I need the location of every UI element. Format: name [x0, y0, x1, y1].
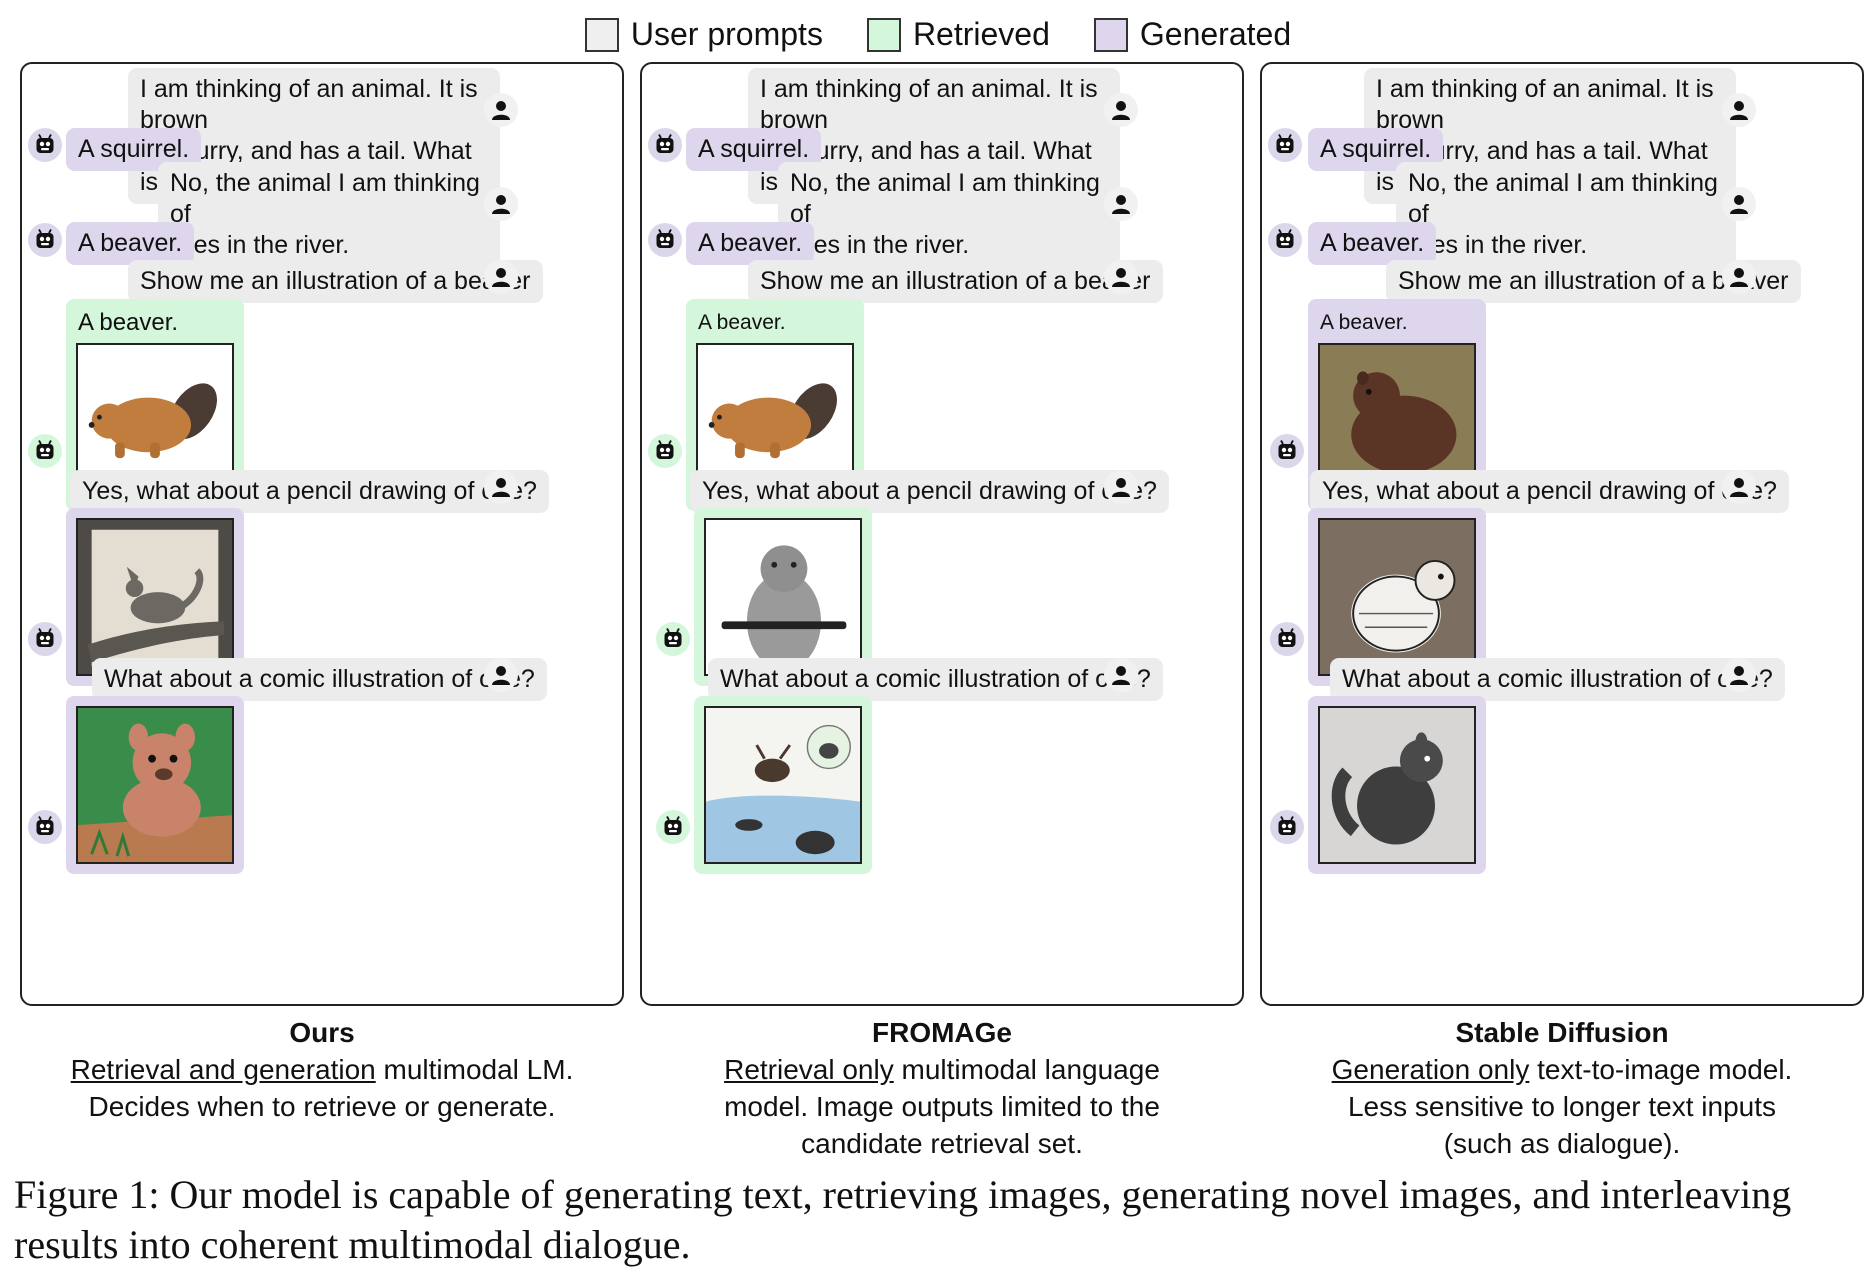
caption-line: Retrieval and generation multimodal LM.: [20, 1051, 624, 1088]
caption-underline: Retrieval and generation: [70, 1054, 376, 1085]
bot-bubble: A beaver.: [1308, 222, 1437, 265]
user-avatar-icon: [1104, 187, 1138, 221]
bot-avatar-icon: [1268, 223, 1302, 257]
user-avatar-icon: [1104, 93, 1138, 127]
user-avatar-icon: [1722, 260, 1756, 294]
user-avatar-icon: [1722, 93, 1756, 127]
caption-fromage: FROMAGe Retrieval only multimodal langua…: [640, 1014, 1244, 1162]
bot-avatar-icon: [28, 434, 62, 468]
user-bubble: Show me an illustration of a beaver: [128, 260, 543, 303]
legend-item-retrieved: Retrieved: [866, 16, 1050, 53]
bot-avatar-icon: [28, 810, 62, 844]
generated-card: [1308, 696, 1486, 874]
legend-label: Generated: [1139, 16, 1292, 52]
user-avatar-icon: [484, 260, 518, 294]
bot-avatar-icon: [28, 223, 62, 257]
caption-line: Decides when to retrieve or generate.: [88, 1091, 556, 1122]
bot-avatar-icon: [28, 128, 62, 162]
comic-scene-image: [704, 706, 862, 864]
user-avatar-icon: [1722, 470, 1756, 504]
user-avatar-icon: [484, 470, 518, 504]
user-bubble: No, the animal I am thinking of lives in…: [778, 162, 1120, 267]
user-avatar-icon: [1104, 260, 1138, 294]
user-avatar-icon: [1722, 658, 1756, 692]
bot-avatar-icon: [648, 434, 682, 468]
panel-stable-diffusion: I am thinking of an animal. It is brown …: [1260, 62, 1864, 1006]
user-avatar-icon: [484, 93, 518, 127]
caption-underline: Retrieval only: [724, 1054, 894, 1085]
legend-label: User prompts: [630, 16, 823, 52]
user-bubble: Show me an illustration of a beaver: [748, 260, 1163, 303]
user-bubble: What about a comic illustration of one?: [1330, 658, 1785, 701]
user-bubble: No, the animal I am thinking of lives in…: [158, 162, 500, 267]
user-bubble: Yes, what about a pencil drawing of one?: [70, 470, 549, 513]
caption-line: (such as dialogue).: [1443, 1128, 1681, 1159]
legend: User prompts Retrieved Generated: [0, 16, 1876, 53]
bot-bubble: A beaver.: [686, 222, 815, 265]
panel-fromage: I am thinking of an animal. It is brown …: [640, 62, 1244, 1006]
comic-beaver-image: [76, 706, 234, 864]
card-text: A beaver.: [698, 311, 786, 334]
user-bubble: Yes, what about a pencil drawing of one?: [690, 470, 1169, 513]
user-bubble: No, the animal I am thinking of lives in…: [1396, 162, 1736, 267]
bot-avatar-icon: [28, 622, 62, 656]
generated-card: [1308, 508, 1486, 686]
figure-caption: Figure 1: Our model is capable of genera…: [14, 1172, 1792, 1267]
user-bubble: What about a comic illustration of one?: [92, 658, 547, 701]
bot-avatar-icon: [1270, 622, 1304, 656]
user-bubble: Yes, what about a pencil drawing of one?: [1310, 470, 1789, 513]
caption-title: Ours: [289, 1017, 355, 1048]
caption-stable-diffusion: Stable Diffusion Generation only text-to…: [1260, 1014, 1864, 1162]
caption-underline: Generation only: [1331, 1054, 1530, 1085]
legend-swatch-user: [584, 17, 619, 52]
retrieved-card: [694, 508, 872, 686]
generated-comic-squirrel-image: [1318, 706, 1476, 864]
caption-text: multimodal language: [893, 1054, 1160, 1085]
legend-item-user: User prompts: [584, 16, 823, 53]
caption-line: candidate retrieval set.: [801, 1128, 1083, 1159]
card-text: A beaver.: [78, 309, 179, 336]
legend-label: Retrieved: [912, 16, 1050, 52]
user-avatar-icon: [484, 658, 518, 692]
caption-title: FROMAGe: [872, 1017, 1012, 1048]
bot-avatar-icon: [648, 223, 682, 257]
caption-ours: Ours Retrieval and generation multimodal…: [20, 1014, 624, 1125]
legend-item-generated: Generated: [1093, 16, 1292, 53]
caption-text: text-to-image model.: [1529, 1054, 1793, 1085]
retrieved-card: [694, 696, 872, 874]
user-bubble: What about a comic illustration of one?: [708, 658, 1163, 701]
panel-ours: I am thinking of an animal. It is brown …: [20, 62, 624, 1006]
user-avatar-icon: [1722, 187, 1756, 221]
legend-swatch-generated: [1093, 17, 1128, 52]
generated-pencil-marmot-image: [1318, 518, 1476, 676]
bot-avatar-icon: [648, 128, 682, 162]
pencil-fox-image: [76, 518, 234, 676]
legend-swatch-retrieved: [866, 17, 901, 52]
caption-line: Generation only text-to-image model.: [1260, 1051, 1864, 1088]
bot-bubble: A beaver.: [66, 222, 195, 265]
generated-card: [66, 508, 244, 686]
caption-title: Stable Diffusion: [1455, 1017, 1669, 1048]
generated-card: [66, 696, 244, 874]
bot-avatar-icon: [1270, 810, 1304, 844]
bot-avatar-icon: [656, 810, 690, 844]
card-text: A beaver.: [1320, 311, 1408, 334]
caption-line: model. Image outputs limited to the: [724, 1091, 1160, 1122]
caption-line: Less sensitive to longer text inputs: [1347, 1091, 1776, 1122]
user-avatar-icon: [1104, 658, 1138, 692]
user-avatar-icon: [484, 187, 518, 221]
bot-avatar-icon: [656, 622, 690, 656]
caption-text: multimodal LM.: [375, 1054, 574, 1085]
bot-avatar-icon: [1268, 128, 1302, 162]
pencil-marmot-image: [704, 518, 862, 676]
bot-avatar-icon: [1270, 434, 1304, 468]
caption-line: Retrieval only multimodal language: [640, 1051, 1244, 1088]
user-avatar-icon: [1104, 470, 1138, 504]
